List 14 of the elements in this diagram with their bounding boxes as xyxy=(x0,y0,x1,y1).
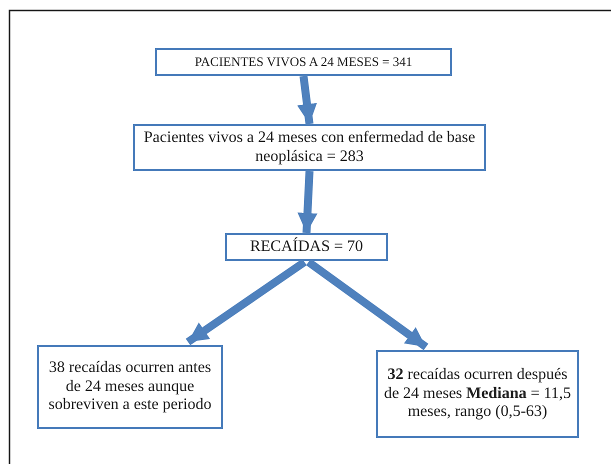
box-text: PACIENTES VIVOS A 24 MESES = 341 xyxy=(194,54,412,70)
arrow xyxy=(297,76,317,124)
box-text: 32 recaídas ocurren después de 24 meses Mediana = 11,5 meses, rango (0,5-63) xyxy=(382,366,572,422)
box-text: 38 recaídas ocurren antes de 24 meses aunque sobreviven a este periodo xyxy=(47,359,213,415)
process-box xyxy=(376,350,579,438)
box-text: Pacientes vivos a 24 meses con enfermedad de base neoplásica = 283 xyxy=(142,129,476,166)
box-text: RECAÍDAS = 70 xyxy=(250,238,364,256)
arrow xyxy=(306,258,428,350)
process-box xyxy=(155,48,452,76)
process-box xyxy=(225,233,388,261)
arrow xyxy=(186,258,307,346)
process-box xyxy=(133,124,486,171)
arrow xyxy=(297,170,318,234)
process-box xyxy=(37,345,223,429)
